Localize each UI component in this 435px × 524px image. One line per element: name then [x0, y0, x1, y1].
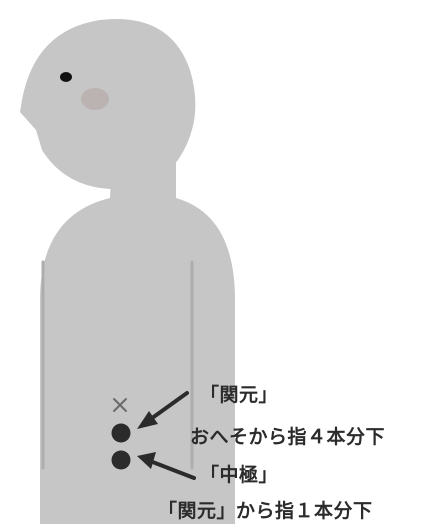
kangen-arrow-icon: [137, 391, 189, 429]
torso-shape: [40, 150, 235, 524]
chukyoku-point-icon: [111, 450, 131, 470]
cross-mark-icon: [113, 398, 127, 412]
cheek-blush: [81, 88, 109, 110]
chukyoku-arrow-icon: [137, 452, 196, 480]
kangen-point-icon: [111, 423, 131, 443]
kangen-title: 「関元」: [200, 384, 279, 406]
chukyoku-title: 「中極」: [200, 464, 279, 486]
head-shape: [20, 19, 196, 190]
chukyoku-description: 「関元」から指１本分下: [158, 500, 373, 522]
eye-icon: [60, 72, 72, 82]
kangen-description: おへそから指４本分下: [190, 426, 386, 448]
